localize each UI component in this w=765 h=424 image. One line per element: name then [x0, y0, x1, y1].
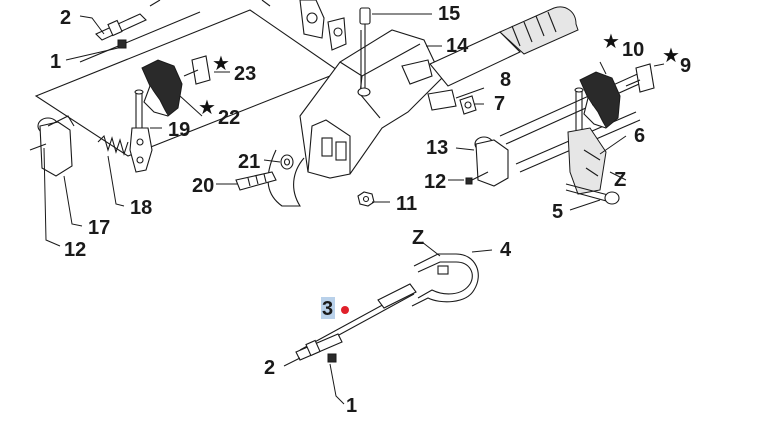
callout-3[interactable]: 3 — [322, 298, 333, 320]
callout-6[interactable]: 6 — [634, 125, 645, 147]
callout-5[interactable]: 5 — [552, 201, 563, 223]
callout-23[interactable]: 23 — [234, 63, 256, 85]
callout-z-lower[interactable]: Z — [412, 227, 424, 249]
star-icon-10: ★ — [602, 29, 620, 53]
star-icon-9: ★ — [662, 43, 680, 67]
part-8-tiller-handle[interactable] — [429, 6, 579, 87]
part-17-pivot-bracket[interactable] — [29, 115, 75, 177]
part-2-pin-bottom[interactable] — [295, 333, 343, 361]
callout-2-bottom[interactable]: 2 — [264, 357, 275, 379]
callout-10[interactable]: 10 — [622, 39, 644, 61]
part-6-latch[interactable] — [567, 87, 607, 195]
part-14-main-arm[interactable] — [267, 29, 443, 207]
part-22-lever[interactable] — [141, 59, 183, 117]
callout-4[interactable]: 4 — [500, 239, 512, 261]
part-18-spring[interactable] — [97, 134, 129, 156]
callout-12-left[interactable]: 12 — [64, 239, 86, 261]
callout-1-bottom[interactable]: 1 — [346, 395, 357, 417]
callout-12-mid[interactable]: 12 — [424, 171, 446, 193]
callout-14[interactable]: 14 — [446, 35, 469, 57]
callout-labels: 2 1 15 14 ★ 23 ★ 22 19 18 17 12 21 20 11… — [50, 3, 691, 417]
part-11-nut[interactable] — [357, 191, 375, 207]
part-12-screw-mid[interactable] — [465, 171, 489, 185]
leader-lines — [43, 13, 665, 405]
callout-19[interactable]: 19 — [168, 119, 190, 141]
callout-21[interactable]: 21 — [238, 151, 260, 173]
part-19-latch-pin[interactable] — [129, 89, 153, 173]
callout-2-top[interactable]: 2 — [60, 7, 71, 29]
callout-1-top[interactable]: 1 — [50, 51, 61, 73]
part-9-plate[interactable] — [625, 63, 655, 93]
part-8-rod-end[interactable] — [427, 89, 457, 111]
part-1-screw-top[interactable] — [117, 39, 127, 49]
callout-22[interactable]: 22 — [218, 107, 240, 129]
part-10-lever[interactable] — [579, 71, 621, 129]
part-15-bolt[interactable] — [357, 7, 371, 97]
callout-3-highlight — [321, 297, 335, 319]
part-7-washer[interactable] — [459, 95, 477, 115]
part-1-screw-bottom[interactable] — [327, 353, 337, 363]
top-bracket[interactable] — [261, 0, 347, 51]
star-icon-23: ★ — [212, 51, 230, 75]
selection-marker-dot — [341, 306, 349, 314]
callout-7[interactable]: 7 — [494, 93, 505, 115]
callout-8[interactable]: 8 — [500, 69, 511, 91]
part-21-nut[interactable] — [280, 154, 294, 170]
callout-9[interactable]: 9 — [680, 55, 691, 77]
part-13-collar[interactable] — [474, 136, 509, 187]
star-icon-22: ★ — [198, 95, 216, 119]
callout-z-upper[interactable]: Z — [614, 169, 626, 191]
callout-18[interactable]: 18 — [130, 197, 152, 219]
callout-17[interactable]: 17 — [88, 217, 110, 239]
callout-13[interactable]: 13 — [426, 137, 448, 159]
callout-20[interactable]: 20 — [192, 175, 214, 197]
part-4-u-rod[interactable] — [411, 253, 479, 307]
part-5-pin[interactable] — [565, 183, 620, 205]
part-20-bolt[interactable] — [235, 171, 277, 191]
callout-15[interactable]: 15 — [438, 3, 460, 25]
part-2-pin-top[interactable] — [95, 0, 161, 41]
callout-11[interactable]: 11 — [396, 193, 417, 215]
part-23-plate[interactable] — [183, 55, 211, 85]
